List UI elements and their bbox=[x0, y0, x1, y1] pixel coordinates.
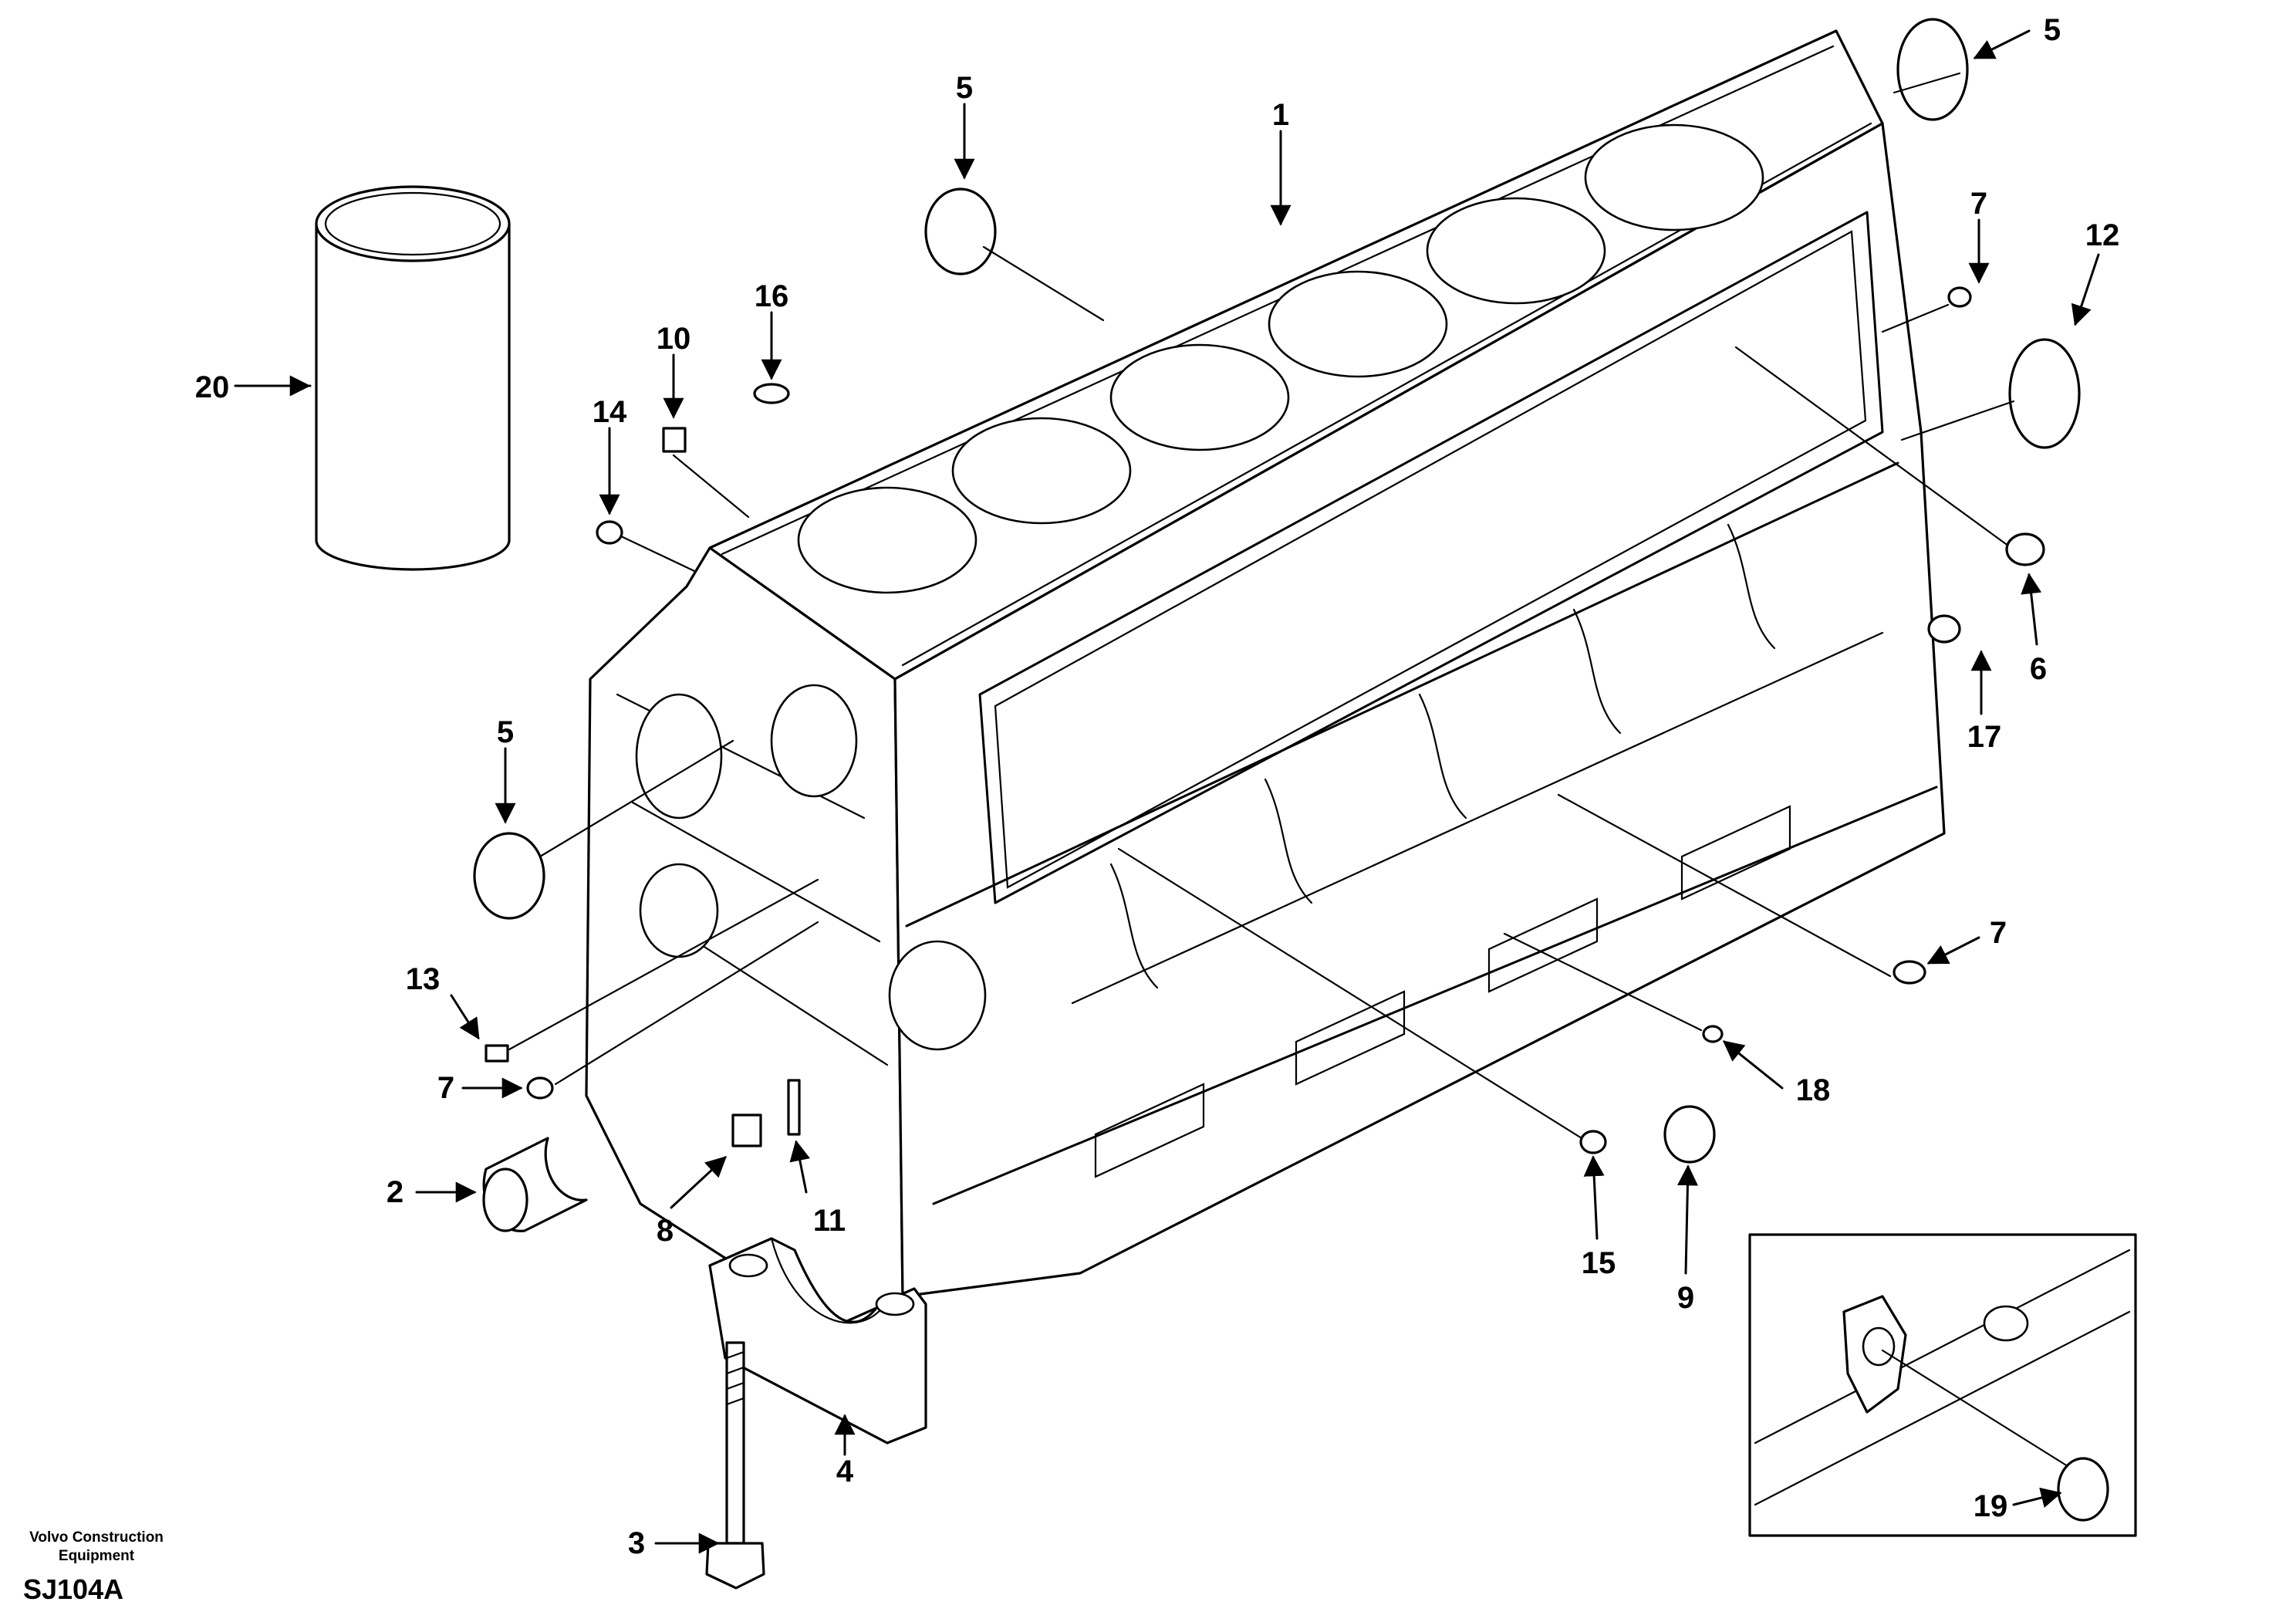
small-parts bbox=[473, 18, 2081, 1232]
detail-inset bbox=[1748, 1233, 2137, 1537]
cylinder-bores bbox=[797, 123, 1764, 594]
callout-13: 13 bbox=[406, 962, 441, 996]
leader-lines bbox=[234, 29, 2100, 1554]
callout-20: 20 bbox=[195, 370, 230, 404]
callout-17: 17 bbox=[1967, 720, 2002, 754]
callout-19: 19 bbox=[1974, 1489, 2008, 1523]
footer: Volvo Construction Equipment SJ104A bbox=[23, 1529, 164, 1605]
callout-15: 15 bbox=[1582, 1246, 1616, 1280]
callout-2: 2 bbox=[387, 1175, 403, 1209]
callout-12: 12 bbox=[2085, 218, 2120, 252]
callout-1: 1 bbox=[1272, 98, 1289, 132]
callout-5-top: 5 bbox=[956, 71, 973, 105]
callout-3: 3 bbox=[628, 1526, 645, 1560]
callout-16: 16 bbox=[755, 279, 789, 313]
bearing-cap-bolt bbox=[705, 1341, 765, 1590]
callout-7-top: 7 bbox=[1970, 187, 1987, 221]
callout-11: 11 bbox=[813, 1204, 846, 1238]
callout-9: 9 bbox=[1677, 1281, 1694, 1315]
cylinder-liner bbox=[315, 185, 511, 571]
callout-7-right: 7 bbox=[1990, 916, 2007, 950]
callout-labels: 1 2 3 4 5 5 5 6 7 7 7 8 9 10 11 12 13 14… bbox=[195, 13, 2120, 1560]
callout-6: 6 bbox=[2030, 652, 2047, 686]
callout-5-right: 5 bbox=[2044, 13, 2061, 47]
callout-5-left: 5 bbox=[497, 715, 514, 749]
callout-4: 4 bbox=[836, 1455, 854, 1489]
brand-line-1: Volvo Construction bbox=[29, 1529, 164, 1546]
callout-8: 8 bbox=[657, 1214, 674, 1248]
brand-line-2: Equipment bbox=[59, 1548, 135, 1564]
callout-18: 18 bbox=[1796, 1073, 1831, 1107]
callout-10: 10 bbox=[657, 322, 691, 356]
callout-14: 14 bbox=[593, 395, 627, 429]
callout-7-left: 7 bbox=[437, 1071, 454, 1105]
drawing-code: SJ104A bbox=[23, 1573, 123, 1605]
main-bearing-cap bbox=[708, 1237, 927, 1445]
